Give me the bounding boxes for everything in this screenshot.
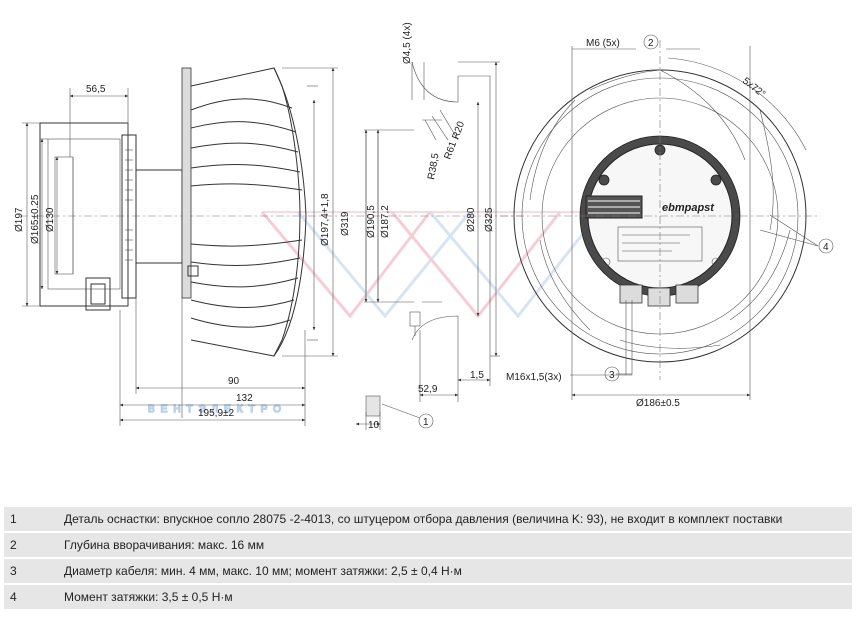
gland-1 xyxy=(619,284,643,304)
motor-housing xyxy=(39,122,129,307)
dim-d325: Ø325 xyxy=(484,207,495,232)
dim-d130: Ø130 xyxy=(45,207,56,232)
notes-table: 1 Деталь оснастки: впускное сопло 28075 … xyxy=(4,507,852,609)
note-text: Деталь оснастки: впускное сопло 28075 -2… xyxy=(58,507,852,532)
callout-2: 2 xyxy=(648,38,654,49)
pressure-tap xyxy=(409,311,421,336)
note-row: 3 Диаметр кабеля: мин. 4 мм, макс. 10 мм… xyxy=(4,557,852,584)
note-number: 1 xyxy=(4,507,58,532)
note-row: 4 Момент затяжки: 3,5 ± 0,5 Н·м xyxy=(4,583,852,609)
dim-m16: M16x1,5(3x) xyxy=(506,372,562,383)
impeller-blades xyxy=(190,67,307,357)
front-blades xyxy=(529,69,791,349)
note-number: 3 xyxy=(4,557,58,584)
dim-m6: M6 (5x) xyxy=(586,38,620,49)
note-number: 2 xyxy=(4,531,58,558)
note-text: Диаметр кабеля: мин. 4 мм, макс. 10 мм; … xyxy=(58,557,852,584)
dim-r38-5: R38,5 xyxy=(426,152,442,181)
note-text: Глубина вворачивания: макс. 16 мм xyxy=(58,531,852,558)
side-view: Ø197 Ø165±0.25 Ø130 56,5 90 132 195,9±2 … xyxy=(14,22,525,431)
dim-d319: Ø319 xyxy=(340,211,351,236)
motor-hub xyxy=(135,169,183,264)
dim-d197-4: Ø197,4+1,8 xyxy=(320,193,331,246)
note-row: 1 Деталь оснастки: впускное сопло 28075 … xyxy=(4,507,852,532)
callout-1-circle xyxy=(418,413,434,429)
backplate xyxy=(181,67,192,299)
dim-10: 10 xyxy=(368,420,380,431)
callout-1: 1 xyxy=(423,417,429,428)
gland-3 xyxy=(675,284,699,304)
gland-2 xyxy=(647,287,671,307)
note-row: 2 Глубина вворачивания: макс. 16 мм xyxy=(4,531,852,558)
dim-d197: Ø197 xyxy=(14,207,25,232)
brand-logo: ebmpapst xyxy=(662,202,715,214)
dim-holes: Ø4,5 (4x) xyxy=(402,22,413,64)
dim-1-5: 1,5 xyxy=(470,370,484,381)
dim-d165: Ø165±0.25 xyxy=(30,194,41,244)
callout-4: 4 xyxy=(823,242,829,253)
dim-132: 132 xyxy=(236,393,253,404)
dim-d186: Ø186±0.5 xyxy=(636,398,680,409)
dim-r20: R20 xyxy=(450,120,467,141)
technical-drawing: ВЕНТЭЛЕКТРО xyxy=(14,22,834,431)
dim-90: 90 xyxy=(228,376,240,387)
callout-3: 3 xyxy=(609,370,615,381)
dim-195-9: 195,9±2 xyxy=(198,408,235,419)
watermark xyxy=(260,211,602,319)
dim-d187-2: Ø187,2 xyxy=(380,205,391,238)
dim-r61: R61 xyxy=(442,140,459,161)
dim-56-5: 56,5 xyxy=(86,84,106,95)
front-view: ebmpapst M6 (5x) 2 xyxy=(500,34,834,409)
note-text: Момент затяжки: 3,5 ± 0,5 Н·м xyxy=(58,583,852,609)
dim-52-9: 52,9 xyxy=(418,384,438,395)
dim-d280: Ø280 xyxy=(466,207,477,232)
dim-d190-5: Ø190,5 xyxy=(366,205,377,238)
cable-gland xyxy=(85,277,111,311)
note-number: 4 xyxy=(4,583,58,609)
